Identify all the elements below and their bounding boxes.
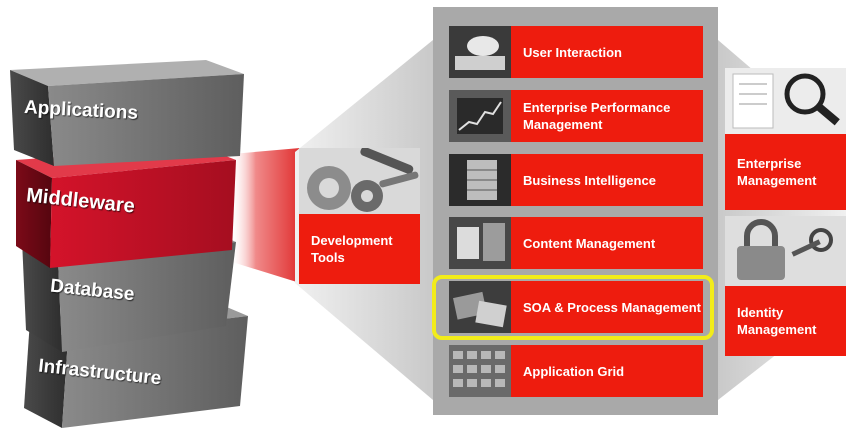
item-user-interaction[interactable]: User Interaction [449,26,703,78]
item-label: User Interaction [511,26,703,78]
gears-tools-image [299,148,420,214]
item-content-management[interactable]: Content Management [449,217,703,269]
enterprise-management-card[interactable]: Enterprise Management [725,68,846,210]
grid-chips-image [449,345,511,397]
development-tools-label: Development Tools [299,214,420,284]
development-tools-card[interactable]: Development Tools [299,148,420,284]
identity-management-card[interactable]: Identity Management [725,216,846,356]
item-soa-process-management[interactable]: SOA & Process Management [449,281,703,333]
applications-block[interactable] [10,60,244,166]
network-image [449,281,511,333]
item-application-grid[interactable]: Application Grid [449,345,703,397]
item-label: SOA & Process Management [511,281,703,333]
padlock-keys-image [725,216,846,286]
enterprise-management-label: Enterprise Management [725,134,846,210]
item-label: Business Intelligence [511,154,703,206]
item-label: Application Grid [511,345,703,397]
magnifier-image [725,68,846,134]
documents-image [449,217,511,269]
soa-highlight-frame [432,275,714,340]
architecture-stack: Applications Middleware Database Infrast… [0,0,260,434]
hand-keyboard-image [449,26,511,78]
item-label: Enterprise Performance Management [511,90,703,142]
data-grid-image [449,154,511,206]
identity-management-label: Identity Management [725,286,846,356]
item-business-intelligence[interactable]: Business Intelligence [449,154,703,206]
item-label: Content Management [511,217,703,269]
middleware-panel: User Interaction Enterprise Performance … [433,7,718,415]
chart-screen-image [449,90,511,142]
middleware-beam [232,148,300,283]
item-enterprise-performance-management[interactable]: Enterprise Performance Management [449,90,703,142]
